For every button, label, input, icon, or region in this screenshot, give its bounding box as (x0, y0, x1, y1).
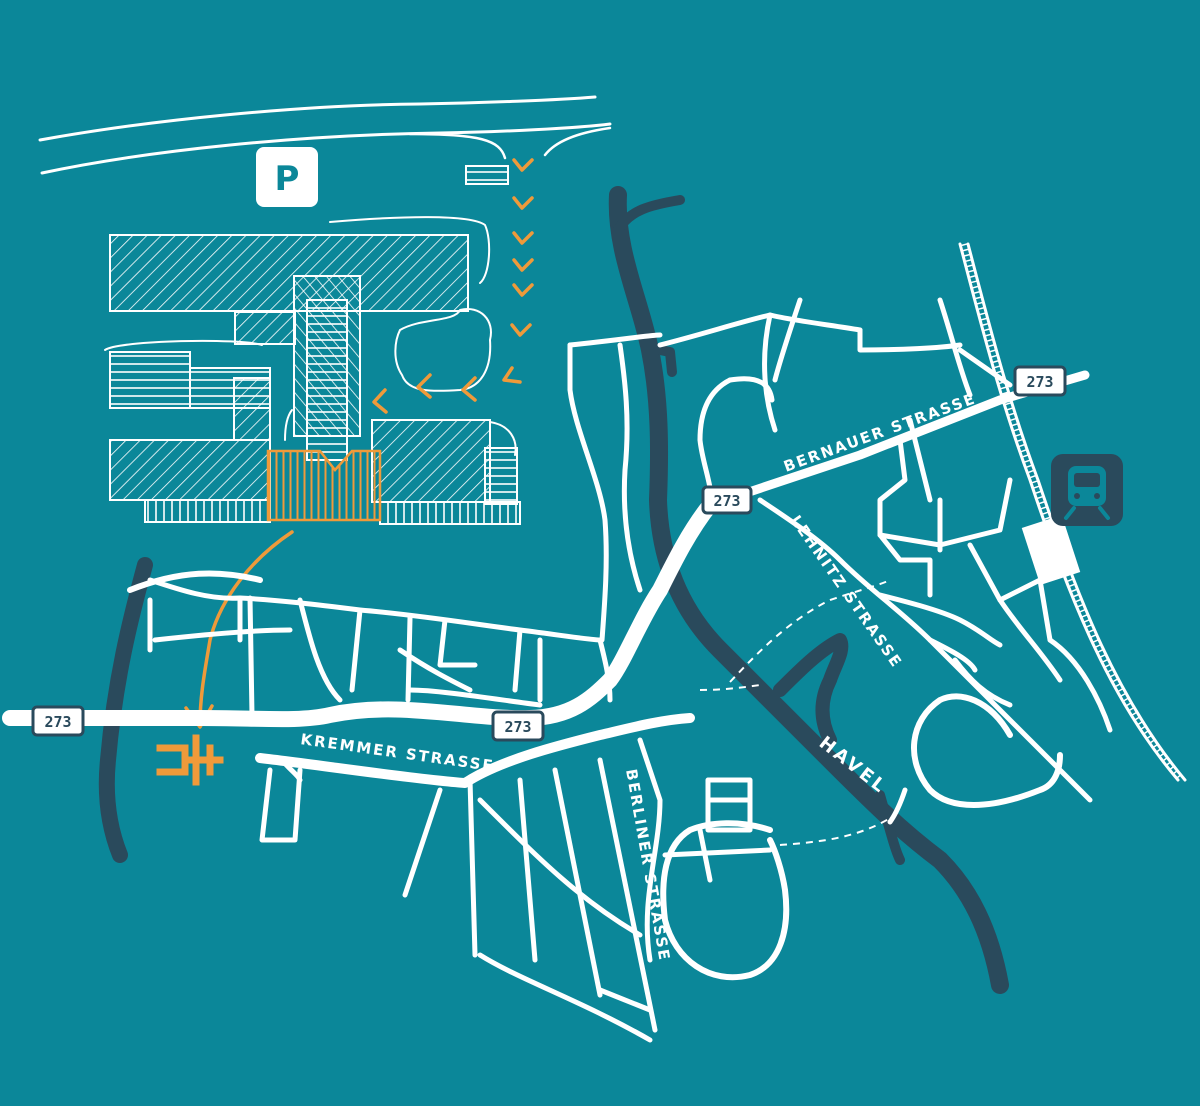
street-label-bernauer: BERNAUER STRASSE (781, 389, 978, 476)
parking-icon: P (256, 147, 318, 207)
svg-text:273: 273 (44, 713, 71, 731)
top-roads (38, 95, 612, 185)
railway (958, 242, 1187, 782)
svg-text:273: 273 (1026, 373, 1053, 391)
destination-building (266, 449, 382, 522)
route-shield-center: 273 (491, 710, 545, 742)
walking-route (184, 158, 534, 729)
footpaths (699, 579, 896, 846)
route-shield-northeast: 273 (1013, 365, 1067, 397)
svg-text:273: 273 (504, 718, 531, 736)
train-station-icon (1051, 454, 1123, 526)
route-shield-west: 273 (31, 705, 85, 737)
campus-buildings (104, 216, 521, 525)
route-shield-north: 273 (701, 485, 753, 515)
svg-text:273: 273 (713, 492, 740, 510)
havel-river (98, 186, 1009, 994)
destination-marker-icon (156, 734, 224, 786)
parking-label: P (275, 159, 300, 199)
street-network (2, 242, 1187, 1043)
